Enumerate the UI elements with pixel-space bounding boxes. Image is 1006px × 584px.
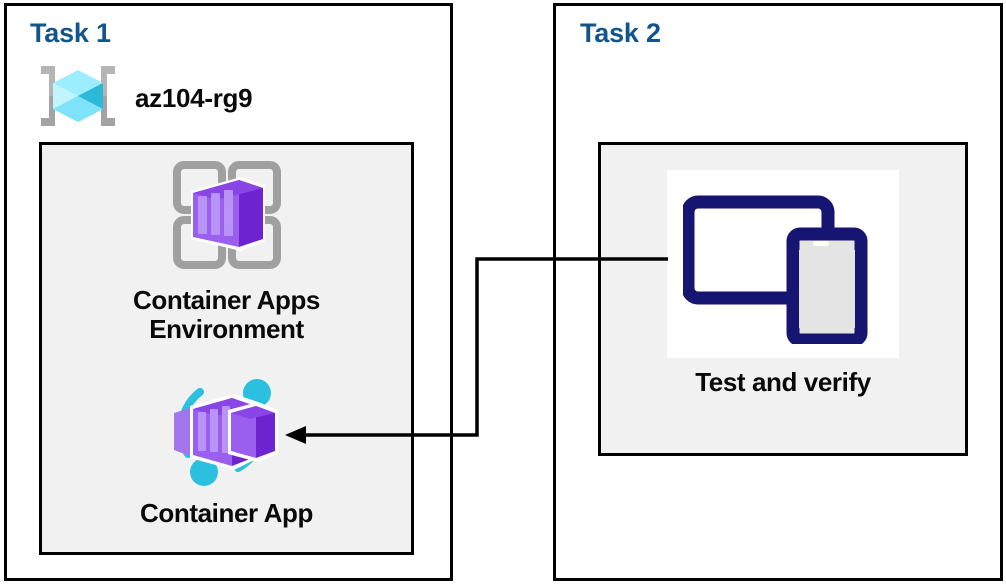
container-apps-environment-icon xyxy=(163,155,291,280)
task-2-title: Task 2 xyxy=(580,18,661,48)
devices-test-icon xyxy=(667,170,899,358)
node-test-and-verify[interactable]: Test and verify xyxy=(598,170,968,397)
resource-group-header: az104-rg9 xyxy=(35,62,253,135)
container-app-icon xyxy=(162,372,292,495)
node-container-app[interactable]: Container App xyxy=(39,372,414,528)
task-1-title: Task 1 xyxy=(30,18,111,48)
node-label-container-app: Container App xyxy=(140,498,313,528)
node-label-test-and-verify: Test and verify xyxy=(695,367,871,397)
resource-group-icon xyxy=(35,62,121,135)
node-label-container-apps-environment: Container Apps Environment xyxy=(132,285,320,345)
node-container-apps-environment[interactable]: Container Apps Environment xyxy=(39,155,414,344)
resource-group-name: az104-rg9 xyxy=(135,83,253,113)
